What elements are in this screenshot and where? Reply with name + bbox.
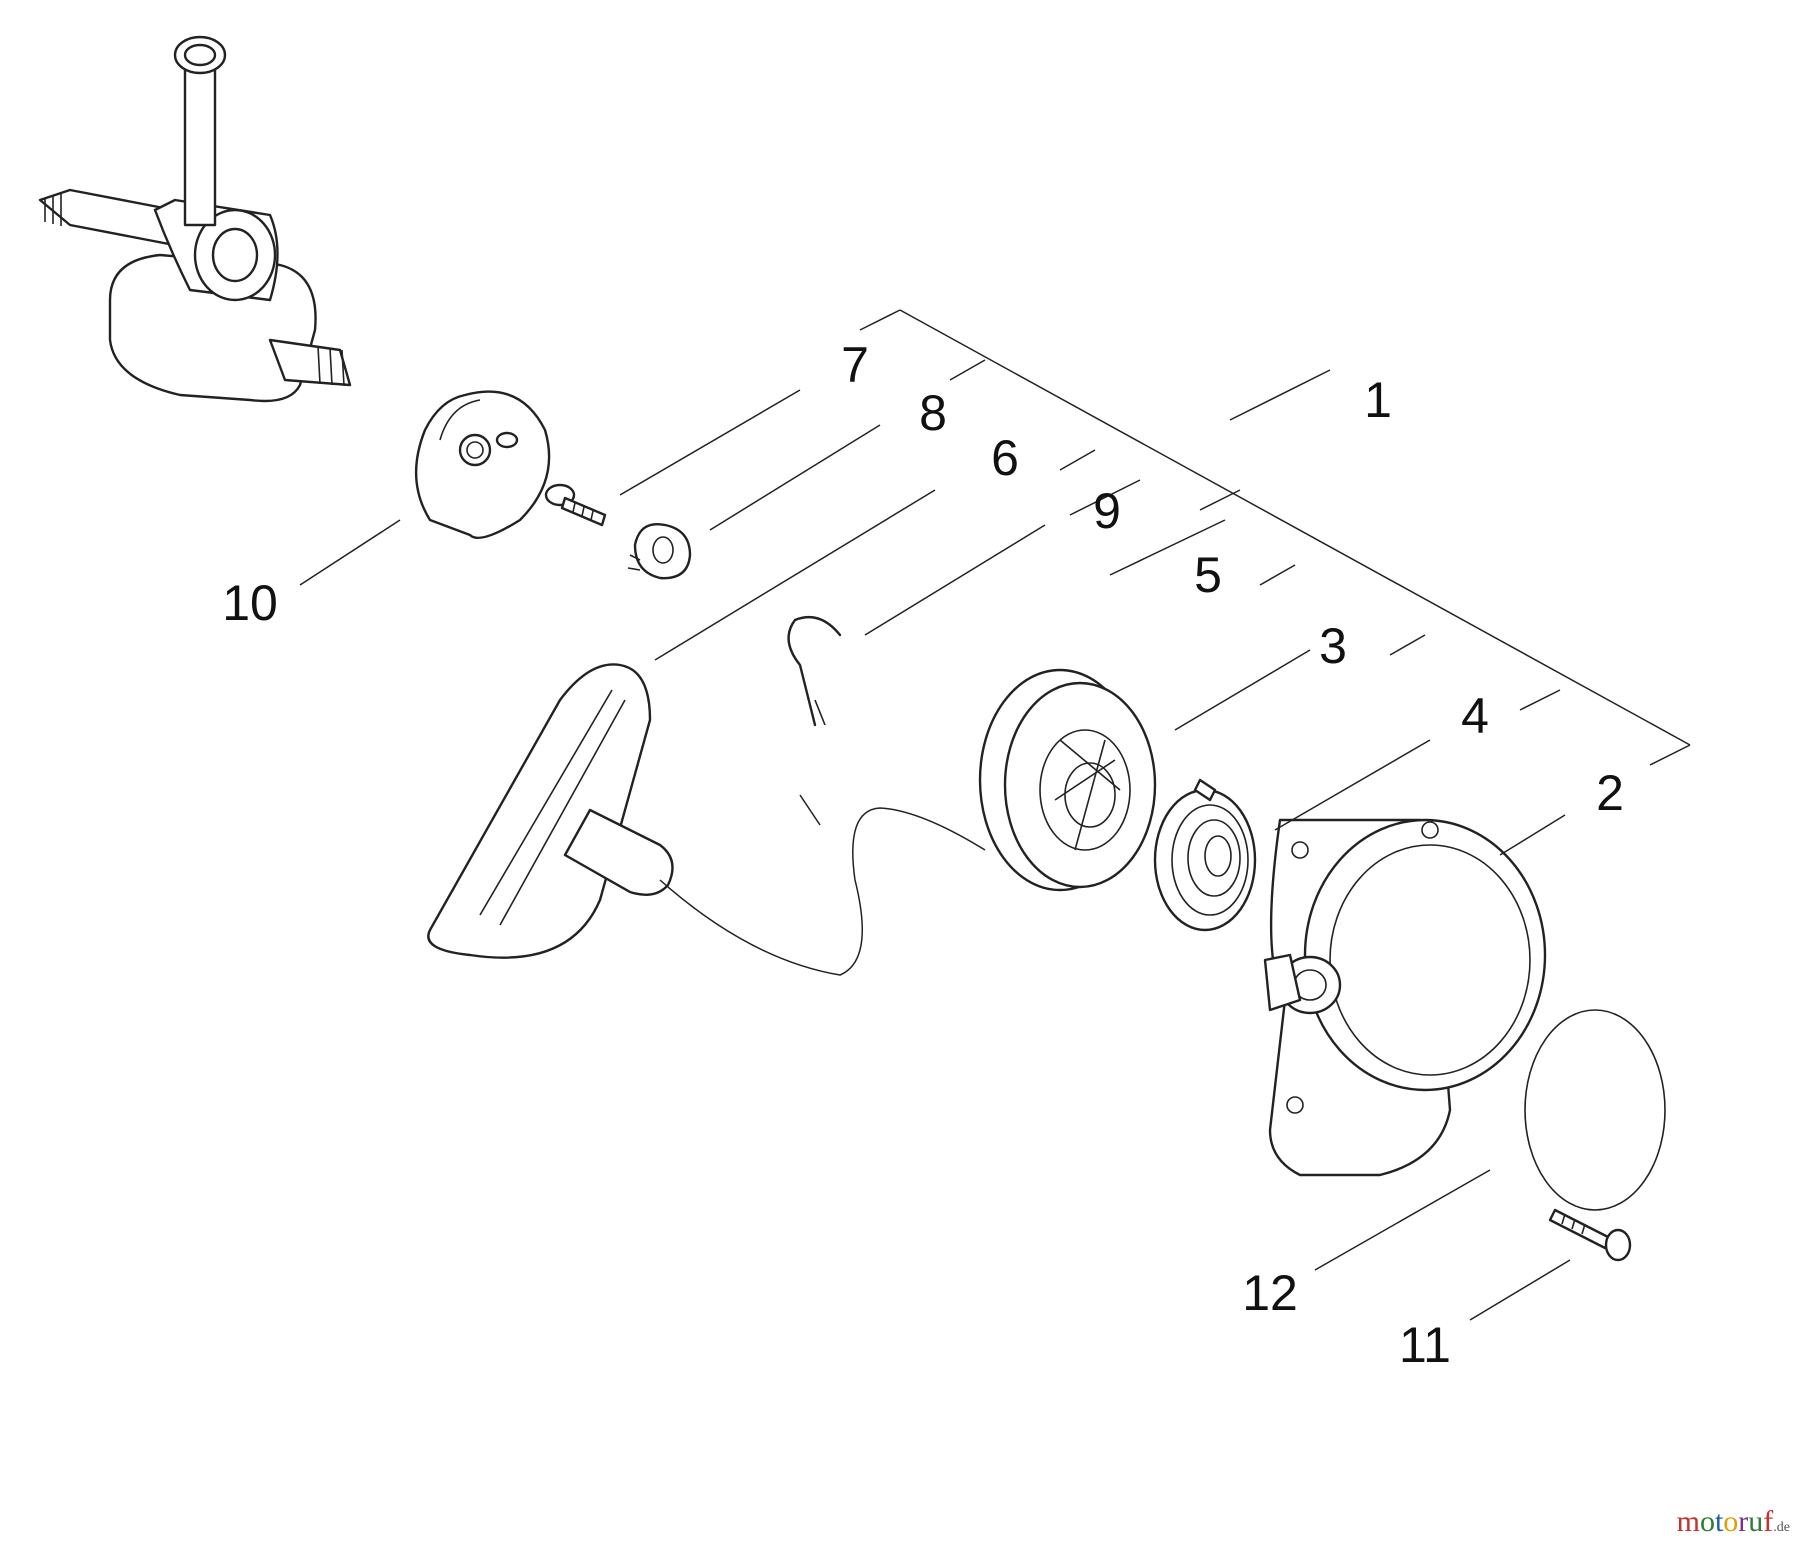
recoil-spring-illustration: [1153, 778, 1257, 932]
callout-1: 1: [1364, 372, 1392, 428]
bolt-7-illustration: [544, 483, 607, 527]
watermark-letter: u: [1748, 1505, 1764, 1538]
kit-bracket: [799, 309, 1691, 826]
starter-rope-illustration: [659, 807, 986, 976]
reel-pulley-illustration: [978, 668, 1157, 892]
callout-9: 9: [1093, 483, 1121, 539]
callout-12: 12: [1242, 1265, 1298, 1321]
screw-11-illustration: [1548, 1208, 1632, 1262]
watermark-letter: m: [1676, 1505, 1700, 1538]
callout-2: 2: [1596, 765, 1624, 821]
watermark-letter: r: [1738, 1505, 1749, 1538]
crankshaft-illustration: [38, 35, 352, 403]
callout-8: 8: [919, 385, 947, 441]
callout-3: 3: [1319, 618, 1347, 674]
watermark-letter: o: [1723, 1505, 1739, 1538]
clip-9-illustration: [787, 615, 842, 727]
watermark-letter: o: [1699, 1505, 1715, 1538]
callout-11: 11: [1399, 1317, 1451, 1373]
leader-lines: [299, 369, 1571, 1321]
callout-7: 7: [841, 337, 869, 393]
starter-handle-illustration: [427, 663, 674, 959]
flywheel-disc-illustration: [415, 390, 551, 540]
callout-10: 10: [222, 575, 278, 631]
callout-5: 5: [1194, 547, 1222, 603]
watermark-letter: t: [1714, 1505, 1724, 1538]
callout-6: 6: [991, 430, 1019, 486]
motoruf-watermark-logo: motoruf.de: [1677, 1505, 1790, 1539]
gasket-illustration: [1524, 1009, 1666, 1211]
watermark-suffix: .de: [1773, 1520, 1790, 1535]
watermark-text: motoruf: [1677, 1505, 1774, 1539]
callout-4: 4: [1461, 688, 1489, 744]
watermark-letter: f: [1763, 1505, 1774, 1538]
starter-housing-illustration: [1263, 818, 1547, 1177]
pawl-8-illustration: [627, 523, 692, 580]
